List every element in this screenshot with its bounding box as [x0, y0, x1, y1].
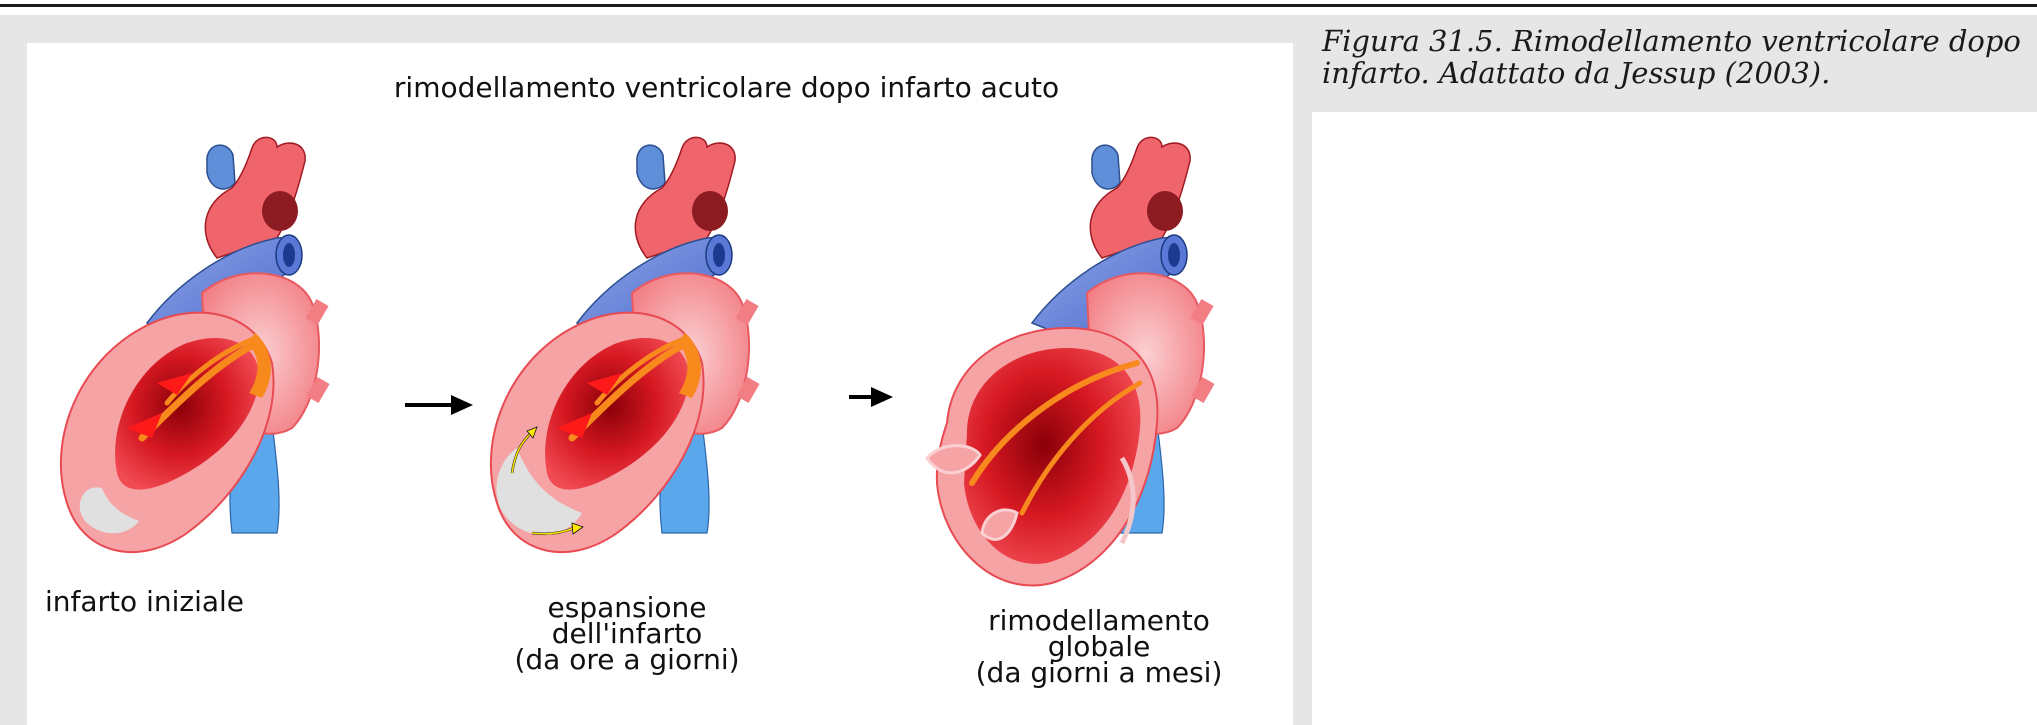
top-rule [0, 4, 2037, 7]
heart-stage-1 [61, 137, 330, 552]
figure-caption: Figura 31.5. Rimodellamento ventricolare… [1322, 25, 2032, 89]
figure-caption-box: Figura 31.5. Rimodellamento ventricolare… [1312, 15, 2037, 112]
stage-label-1: infarto iniziale [45, 589, 245, 615]
arrow-right-1 [405, 395, 473, 415]
stage-3-line-3: (da giorni a mesi) [929, 660, 1269, 686]
figure-canvas: rimodellamento ventricolare dopo infarto… [27, 43, 1293, 725]
stage-label-3: rimodellamento globale (da giorni a mesi… [929, 608, 1269, 686]
heart-stage-2 [491, 137, 760, 552]
arrow-right-2 [849, 387, 893, 407]
heart-stage-3 [927, 137, 1215, 585]
stage-1-line-1: infarto iniziale [45, 589, 245, 615]
stage-2-line-3: (da ore a giorni) [467, 647, 787, 673]
stage-label-2: espansione dell'infarto (da ore a giorni… [467, 595, 787, 673]
figure-frame: rimodellamento ventricolare dopo infarto… [0, 15, 1312, 725]
